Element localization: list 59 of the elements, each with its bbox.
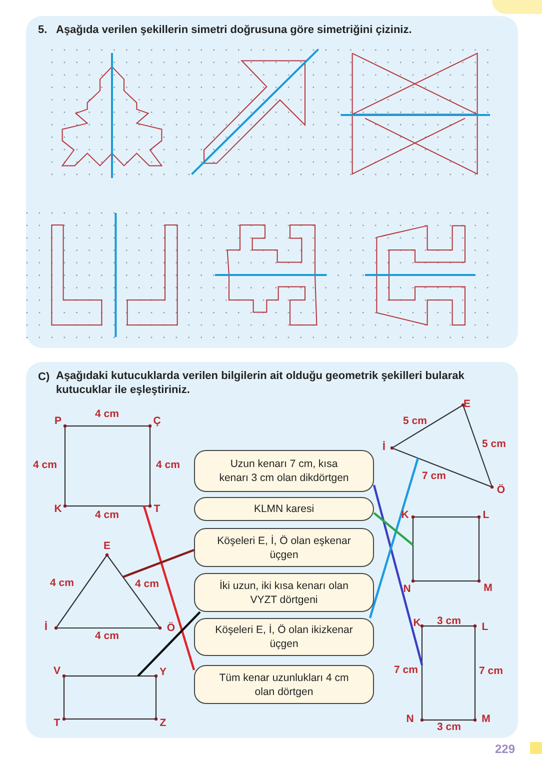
vertex-label: Ö bbox=[496, 484, 506, 496]
matching-line bbox=[142, 506, 196, 670]
vertex-label: İ bbox=[44, 622, 48, 632]
dimension-label: 4 cm bbox=[135, 578, 159, 590]
dimension-label: 5 cm bbox=[482, 438, 506, 450]
dimension-label: 4 cm bbox=[33, 460, 57, 470]
question-number: 5. bbox=[38, 23, 48, 38]
vertex-label: M bbox=[484, 582, 492, 594]
dimension-label: 4 cm bbox=[95, 630, 119, 642]
vertex-label: T bbox=[54, 718, 60, 728]
quadrilateral-shape bbox=[65, 426, 150, 506]
vertex-label: E bbox=[104, 540, 110, 552]
vertex-label: N bbox=[406, 714, 414, 724]
matching-line bbox=[372, 484, 424, 666]
statement-box: Köşeleri E, İ, Ö olan eşkenar üçgen bbox=[194, 528, 374, 567]
statement-box: İki uzun, iki kısa kenarı olan VYZT dörtgeni bbox=[194, 573, 374, 612]
matching-line bbox=[122, 548, 194, 578]
vertex-label: N bbox=[403, 584, 411, 594]
quadrilateral-shape bbox=[64, 676, 156, 719]
vertex-label: Ç bbox=[153, 416, 161, 426]
matching-line bbox=[137, 611, 201, 677]
statement-box: Uzun kenarı 7 cm, kısa kenarı 3 cm olan dikdörtgen bbox=[194, 450, 374, 492]
question-number: C) bbox=[38, 370, 50, 385]
dimension-label: 4 cm bbox=[95, 510, 119, 520]
matching-line bbox=[373, 512, 414, 546]
vertex-label: Z bbox=[160, 718, 166, 728]
vertex-label: Ö bbox=[166, 622, 176, 634]
triangle-shape bbox=[392, 405, 492, 487]
vertex-label: K bbox=[413, 618, 421, 628]
instruction-text: Aşağıdaki kutucuklarda verilen bilgilerin ait olduğu geometrik şekilleri bularak kutucuklar ile eşleştiriniz. bbox=[56, 369, 466, 397]
instruction-text: Aşağıda verilen şekillerin simetri doğrusuna göre simetriğini çiziniz. bbox=[56, 23, 412, 38]
page-number: 229 bbox=[494, 743, 516, 755]
vertex-label: V bbox=[54, 666, 60, 676]
vertex-label: T bbox=[154, 504, 160, 514]
dimension-label: 7 cm bbox=[479, 666, 503, 676]
quadrilateral-shape bbox=[413, 517, 479, 581]
dimension-label: 5 cm bbox=[403, 416, 427, 426]
dimension-label: 4 cm bbox=[156, 460, 180, 470]
matching-line bbox=[368, 458, 420, 618]
dimension-label: 3 cm bbox=[437, 722, 461, 732]
vertex-label: E bbox=[464, 398, 470, 410]
vertex-label: K bbox=[401, 510, 409, 520]
statement-box: KLMN karesi bbox=[194, 497, 374, 521]
statement-box: Tüm kenar uzunlukları 4 cm olan dörtgen bbox=[194, 665, 374, 704]
statement-box: Köşeleri E, İ, Ö olan ikizkenar üçgen bbox=[194, 618, 374, 656]
vertex-label: P bbox=[54, 416, 62, 426]
vertex-label: M bbox=[482, 714, 490, 724]
dimension-label: 4 cm bbox=[95, 408, 119, 420]
triangle-shape bbox=[56, 555, 160, 628]
dimension-label: 7 cm bbox=[394, 664, 418, 676]
dimension-label: 7 cm bbox=[422, 470, 446, 482]
vertex-label: L bbox=[482, 510, 490, 520]
vertex-label: K bbox=[54, 504, 62, 514]
vertex-label: Y bbox=[160, 666, 166, 678]
dimension-label: 3 cm bbox=[437, 616, 461, 626]
vertex-label: İ bbox=[382, 442, 386, 452]
dimension-label: 4 cm bbox=[50, 578, 74, 588]
vertex-label: L bbox=[482, 622, 488, 632]
quadrilateral-shape bbox=[422, 626, 475, 720]
